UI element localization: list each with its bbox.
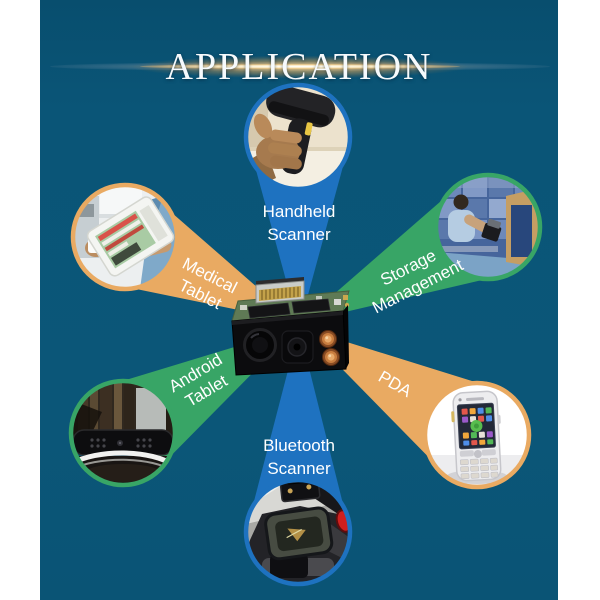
photo-ring-storage xyxy=(433,172,543,282)
scanner-module-image xyxy=(231,277,350,376)
photo-android-tablet xyxy=(68,378,178,488)
module-camera xyxy=(281,330,314,364)
photo-ring-pda xyxy=(422,380,532,490)
module-lens xyxy=(243,328,277,362)
photo-ring-handheld xyxy=(243,82,353,192)
module-led-bottom xyxy=(322,348,340,366)
photo-ring-medical xyxy=(70,182,180,292)
photo-handheld-scanner xyxy=(243,82,353,192)
photo-pda xyxy=(422,380,532,490)
spoke-label-line: Scanner xyxy=(267,459,331,478)
spoke-label-bluetooth-scanner: Bluetooth Scanner xyxy=(263,434,335,480)
page-title: APPLICATION xyxy=(165,46,433,89)
spoke-label-handheld-scanner: Handheld Scanner xyxy=(263,200,336,246)
spoke-label-line: Scanner xyxy=(267,225,331,244)
photo-ring-android xyxy=(68,378,178,488)
beam-bluetooth-scanner xyxy=(246,328,350,532)
photo-medical-tablet xyxy=(70,182,180,292)
spoke-label-line: Bluetooth xyxy=(263,436,335,455)
spoke-label-line: Handheld xyxy=(262,202,336,221)
module-led-top xyxy=(319,330,337,348)
photo-ring-bluetooth xyxy=(243,477,353,587)
flare-core-line xyxy=(140,64,460,69)
photo-storage-management xyxy=(433,172,543,282)
ffc-connector xyxy=(255,277,305,304)
photo-bluetooth-scanner xyxy=(243,477,353,587)
